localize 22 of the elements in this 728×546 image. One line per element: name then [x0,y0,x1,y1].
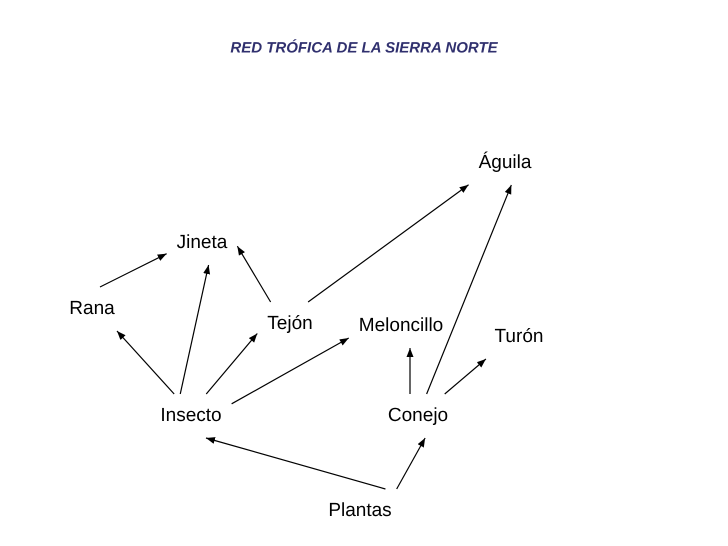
arrow [236,246,272,302]
species-label: Conejo [378,394,458,438]
diagram-title: RED TRÓFICA DE LA SIERRA NORTE [230,40,498,56]
arrow [116,330,175,394]
arrow [180,264,210,394]
arrow [308,184,469,302]
species-label: Jineta [166,221,238,265]
arrow [206,437,386,490]
species-label: Águila [468,141,542,185]
arrow [426,184,512,394]
arrow [444,358,486,394]
arrow [100,253,167,288]
species-label: Meloncillo [348,304,454,348]
arrow [206,333,258,394]
species-label: Turón [484,315,554,359]
arrow [396,438,426,490]
species-label: Insecto [150,394,232,438]
species-label: Plantas [318,489,402,533]
arrow [406,348,414,394]
species-label: Tejón [257,302,323,346]
arrow [231,337,350,404]
species-label: Rana [59,287,125,331]
